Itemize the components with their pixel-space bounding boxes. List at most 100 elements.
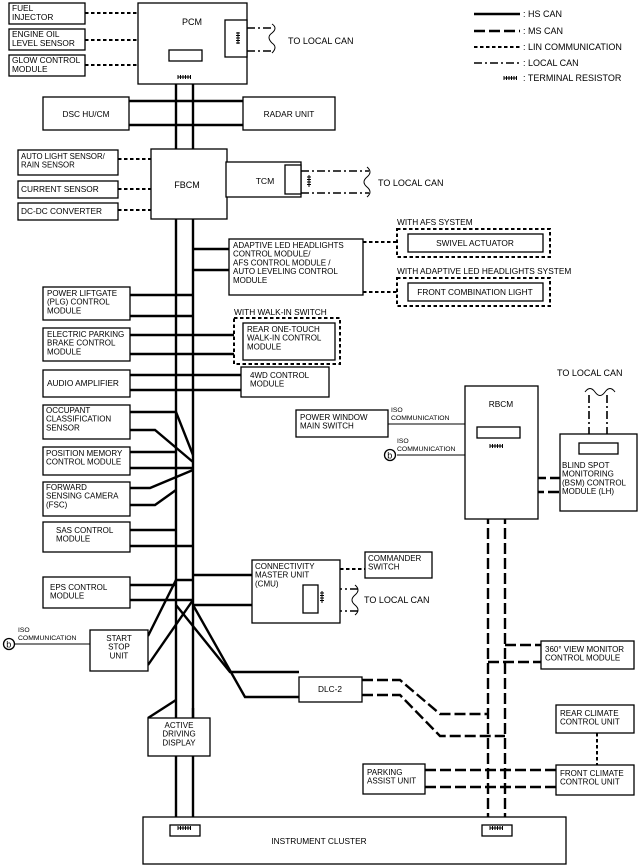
label-walkin-line: WALK-IN CONTROL <box>247 334 322 343</box>
label-auto_light-line: AUTO LIGHT SENSOR/ <box>21 152 106 161</box>
label-pwms-line: POWER WINDOW <box>300 413 368 422</box>
box-rear-climate <box>555 704 635 734</box>
iso-label-left-b: COMMUNICATION <box>18 635 76 642</box>
marker-b-right <box>383 448 397 462</box>
box-headlight <box>228 238 364 296</box>
label-dlc2-line: DLC-2 <box>318 684 342 694</box>
label-4wd-line: 4WD CONTROL <box>250 371 310 380</box>
label-posmem-line: CONTROL MODULE <box>46 458 121 467</box>
box-radar <box>242 96 336 131</box>
label-posmem-line: POSITION MEMORY <box>46 449 123 458</box>
marker-b-left <box>2 637 16 651</box>
label-eps-line: EPS CONTROL <box>50 583 108 592</box>
label-dcdc: DC-DC CONVERTER <box>21 206 102 216</box>
box-sas <box>42 521 131 553</box>
label-eps-line: MODULE <box>50 592 84 601</box>
label-plg-line: POWER LIFTGATE <box>47 289 117 298</box>
legend-ms-label: : MS CAN <box>523 26 563 36</box>
annotation-labels: TO LOCAL CAN TO LOCAL CAN TO LOCAL CAN T… <box>18 36 623 642</box>
label-epb-line: MODULE <box>47 347 81 356</box>
label-cmu-line: CONNECTIVITY <box>255 562 315 571</box>
label-rear_climate-line: CONTROL UNIT <box>560 718 620 727</box>
label-swivel: SWIVEL ACTUATOR <box>436 238 514 248</box>
box-4wd <box>240 366 330 398</box>
label-fsc-line: FORWARD <box>46 483 87 492</box>
label-cmu-line: MASTER UNIT <box>255 571 309 580</box>
label-pcm: PCM <box>182 17 202 27</box>
label-occupant-line: OCCUPANT <box>46 406 90 415</box>
iso-label-b: ISO <box>397 438 409 445</box>
label-audio: AUDIO AMPLIFIER <box>47 378 119 388</box>
label-auto_light-line: RAIN SENSOR <box>21 161 75 170</box>
box-glow <box>8 54 86 77</box>
label-bsm-line: (BSM) CONTROL <box>562 478 627 487</box>
iso-label-pwms-b: COMMUNICATION <box>391 415 449 422</box>
box-dcdc <box>17 202 119 221</box>
label-fsc-line: SENSING CAMERA <box>46 492 119 501</box>
label-cluster-line: INSTRUMENT CLUSTER <box>271 836 366 846</box>
label-audio-line: AUDIO AMPLIFIER <box>47 378 119 388</box>
label-rbcm-line: RBCM <box>489 399 514 409</box>
box-commander <box>364 551 433 579</box>
label-4wd-line: MODULE <box>250 380 284 389</box>
box-eps <box>42 576 131 609</box>
marker-b-group: b b <box>2 448 397 651</box>
label-occupant-line: SENSOR <box>46 423 80 432</box>
label-dlc2: DLC-2 <box>318 684 342 694</box>
label-dsc-line: DSC HU/CM <box>62 109 109 119</box>
module-boxes <box>8 2 638 865</box>
label-add-line: DISPLAY <box>162 738 196 747</box>
label-headlight-line: CONTROL MODULE/ <box>233 250 311 259</box>
label-front_comb: FRONT COMBINATION LIGHT <box>417 287 532 297</box>
with-adaptive-label: WITH ADAPTIVE LED HEADLIGHTS SYSTEM <box>397 266 571 276</box>
box-start-stop <box>89 629 149 672</box>
box-dlc2 <box>298 676 363 703</box>
box-audio <box>42 369 131 398</box>
label-walkin-line: MODULE <box>247 342 281 351</box>
label-dcdc-line: DC-DC CONVERTER <box>21 206 102 216</box>
box-360 <box>540 640 635 670</box>
label-fbcm: FBCM <box>174 180 200 190</box>
label-eng_oil-line: ENGINE OIL <box>12 29 60 39</box>
legend-resistor-icon <box>503 76 517 80</box>
label-eng_oil-line: LEVEL SENSOR <box>12 38 75 48</box>
with-afs-label: WITH AFS SYSTEM <box>397 217 473 227</box>
box-swivel <box>407 233 544 253</box>
marker-b-right-label: b <box>387 451 392 461</box>
label-commander-line: SWITCH <box>368 563 400 572</box>
label-bsm-line: BLIND SPOT <box>562 461 610 470</box>
label-radar-line: RADAR UNIT <box>264 109 315 119</box>
box-epb <box>42 327 131 362</box>
rbcm-connector <box>476 426 521 439</box>
label-plg-line: MODULE <box>47 306 81 315</box>
label-bsm-line: MONITORING <box>562 470 614 479</box>
label-epb-line: BRAKE CONTROL <box>47 339 116 348</box>
label-tcm-line: TCM <box>256 176 275 186</box>
cluster-connector-left <box>169 824 201 837</box>
terminal-resistor-icons <box>177 32 503 830</box>
label-sas-line: MODULE <box>56 535 90 544</box>
label-epb-line: ELECTRIC PARKING <box>47 330 124 339</box>
label-auto_light: AUTO LIGHT SENSOR/RAIN SENSOR <box>21 152 106 170</box>
box-parking <box>362 763 426 795</box>
brace-bsm <box>584 388 616 396</box>
label-startstop-line: STOP <box>108 643 130 652</box>
box-auto-light <box>17 149 119 176</box>
label-plg-line: (PLG) CONTROL <box>47 298 110 307</box>
label-sas-line: SAS CONTROL <box>56 526 114 535</box>
